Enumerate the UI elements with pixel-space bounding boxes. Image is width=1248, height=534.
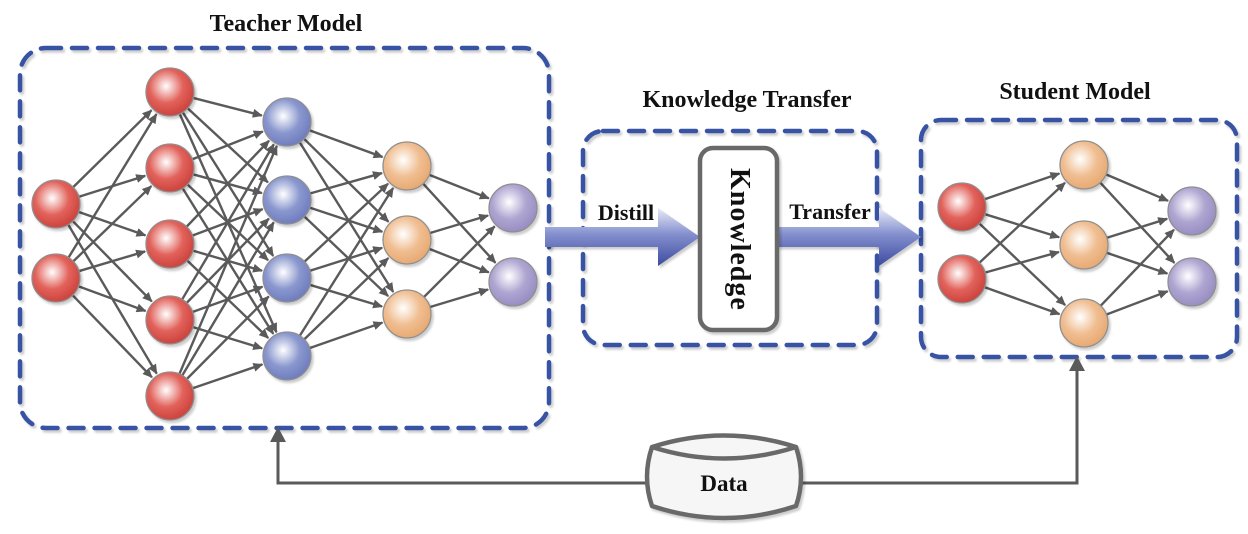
distill-label: Distill <box>597 200 655 225</box>
network-edge <box>70 185 153 264</box>
red-neuron-node <box>937 254 987 304</box>
cylinder-lip <box>651 444 797 461</box>
network-edge <box>307 205 384 234</box>
data-to-teacher-line <box>276 433 652 485</box>
network-edge <box>70 292 153 379</box>
red-neuron-node <box>145 67 195 117</box>
orange-neuron-node <box>382 141 432 191</box>
network-edge <box>427 213 490 235</box>
network-edge <box>76 284 147 313</box>
network-edge <box>297 187 395 339</box>
student-model-box <box>918 117 1240 360</box>
red-neuron-node <box>145 371 195 421</box>
network-edge <box>982 172 1061 201</box>
network-edge <box>420 181 497 264</box>
network-edge <box>1098 180 1176 264</box>
network-edge <box>1104 290 1169 317</box>
transfer-arrow-icon <box>777 208 921 266</box>
red-neuron-node <box>937 182 987 232</box>
network-edge <box>1104 250 1169 275</box>
data-store-cylinder <box>644 433 804 521</box>
data-to-student-line <box>796 362 1079 485</box>
red-neuron-node <box>31 179 81 229</box>
network-edge <box>177 144 278 377</box>
knowledge-transfer-title: Knowledge Transfer <box>642 87 852 113</box>
network-edge <box>982 250 1060 275</box>
network-edge <box>307 246 384 273</box>
network-edge <box>1103 172 1169 202</box>
orange-neuron-node <box>1059 298 1109 348</box>
teacher-network <box>31 67 538 421</box>
blue-neuron-node <box>262 253 312 303</box>
teacher-model-title: Teacher Model <box>209 11 363 37</box>
network-edge <box>297 140 395 293</box>
network-edge <box>190 363 264 391</box>
orange-neuron-node <box>382 289 432 339</box>
orange-neuron-node <box>1059 140 1109 190</box>
network-edge <box>427 287 490 309</box>
network-edge <box>191 96 263 118</box>
network-edge <box>190 130 264 162</box>
network-edge <box>301 257 390 342</box>
network-edge <box>302 182 389 264</box>
network-edge <box>302 214 389 297</box>
network-edge <box>307 321 384 350</box>
network-edge <box>180 143 275 302</box>
network-edge <box>180 221 275 378</box>
purple-neuron-node <box>1167 257 1217 307</box>
blue-neuron-node <box>262 331 312 381</box>
network-edge <box>977 181 1066 265</box>
data-to-student-arrowhead-icon <box>1069 356 1085 371</box>
network-edge <box>76 249 147 273</box>
blue-neuron-node <box>262 97 312 147</box>
purple-neuron-node <box>488 183 538 233</box>
blue-neuron-node <box>262 175 312 225</box>
network-edge <box>307 128 384 159</box>
network-edge <box>421 225 496 300</box>
data-to-teacher-arrowhead-icon <box>270 427 286 442</box>
network-edge <box>184 295 270 382</box>
purple-neuron-node <box>488 257 538 307</box>
network-edge <box>1104 217 1169 240</box>
red-neuron-node <box>145 295 195 345</box>
red-neuron-node <box>145 143 195 193</box>
network-edge <box>307 171 383 196</box>
student-network <box>937 140 1217 348</box>
transfer-label: Transfer <box>789 199 871 224</box>
network-edge <box>307 283 384 309</box>
network-edge <box>70 109 153 190</box>
orange-neuron-node <box>1059 220 1109 270</box>
distill-arrow-icon <box>545 208 700 266</box>
knowledge-box-label: Knowledge <box>724 167 755 311</box>
data-store-label: Data <box>700 471 748 496</box>
network-edge <box>184 139 270 229</box>
network-edge <box>301 136 390 223</box>
red-neuron-node <box>145 219 195 269</box>
network-edge <box>982 285 1061 316</box>
network-edge <box>427 172 490 200</box>
red-neuron-node <box>31 253 81 303</box>
network-edge <box>1098 228 1175 308</box>
network-edge <box>427 246 490 274</box>
student-model-title: Student Model <box>999 79 1151 105</box>
network-edge <box>66 113 158 260</box>
orange-neuron-node <box>382 215 432 265</box>
purple-neuron-node <box>1167 186 1217 236</box>
knowledge-box <box>697 145 780 333</box>
